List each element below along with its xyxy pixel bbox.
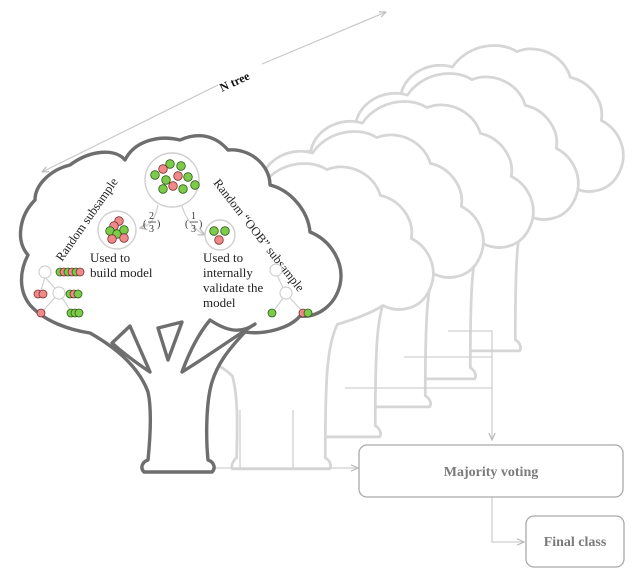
fraction-numerator: 2 <box>149 211 154 222</box>
leaf-dots <box>33 267 85 318</box>
fraction-numerator: 1 <box>191 211 196 222</box>
red-dot <box>173 171 183 181</box>
green-dot <box>220 226 230 236</box>
green-dot <box>190 180 200 190</box>
final-class-box: Final class <box>525 515 625 568</box>
branch-gap <box>156 320 184 362</box>
tree-node <box>279 286 293 300</box>
used-to-validate-label: Used to internally validate the model <box>203 250 267 310</box>
in-bag-sample-dots <box>105 216 129 244</box>
green-dot <box>178 184 188 194</box>
green-dot <box>73 289 83 299</box>
oob-sample-dots <box>209 226 230 245</box>
split-arrow-right <box>181 205 205 235</box>
branch-gap <box>180 318 257 374</box>
green-dot <box>183 172 193 182</box>
red-dot <box>75 267 85 277</box>
green-dot <box>165 159 175 169</box>
green-dot <box>158 184 168 194</box>
majority-voting-label: Majority voting <box>444 465 538 480</box>
green-dot <box>267 308 277 318</box>
fraction-two-thirds: ( 2 3 ) <box>143 211 160 235</box>
red-dot <box>119 233 129 243</box>
green-dot <box>161 175 171 185</box>
green-dot <box>176 161 186 171</box>
branch-gap <box>110 324 152 374</box>
green-dot <box>119 225 129 235</box>
used-to-build-label: Used to build model <box>90 250 153 280</box>
tree-node <box>269 263 283 277</box>
red-dot <box>214 235 224 245</box>
tree-node <box>52 286 66 300</box>
n-tree-arrow-left <box>42 84 219 172</box>
split-arrow-left <box>140 204 159 228</box>
majority-voting-box: Majority voting <box>358 444 624 498</box>
in-bag-sample <box>97 210 137 250</box>
red-dot <box>168 181 178 191</box>
tree-node <box>38 265 52 279</box>
label-line: build model <box>90 265 153 280</box>
red-dot <box>38 289 48 299</box>
label-line: model <box>203 295 236 310</box>
full-sample-dots <box>150 159 200 194</box>
label-line: Used to <box>90 250 130 265</box>
paren-open: ( <box>143 219 147 230</box>
full-sample <box>144 152 200 208</box>
oob-sample-circle <box>204 219 236 251</box>
connector-line <box>448 330 492 440</box>
n-tree-label: N tree <box>217 68 252 94</box>
red-dot <box>158 164 168 174</box>
label-line: validate the <box>203 280 264 295</box>
validate-decision-tree <box>267 263 313 318</box>
fraction-denominator: 3 <box>191 224 196 235</box>
connector-line <box>491 497 524 542</box>
red-dot <box>36 308 46 318</box>
green-dot <box>303 308 313 318</box>
final-class-rect <box>525 515 625 568</box>
n-tree-arrow-right <box>261 12 386 65</box>
paren-close: ) <box>157 219 160 230</box>
label-line: internally <box>203 265 253 280</box>
majority-voting-rect <box>358 444 624 498</box>
label-line: Used to <box>203 250 243 265</box>
paren-close: ) <box>199 219 202 230</box>
red-dot <box>107 234 117 244</box>
green-dot <box>209 226 219 236</box>
green-dot <box>150 170 160 180</box>
final-class-label: Final class <box>544 535 607 550</box>
build-decision-tree <box>33 265 85 318</box>
paren-open: ( <box>185 219 189 230</box>
fraction-one-third: ( 1 3 ) <box>185 211 202 235</box>
oob-sample <box>204 219 236 251</box>
fraction-denominator: 3 <box>149 224 154 235</box>
green-dot <box>74 308 84 318</box>
